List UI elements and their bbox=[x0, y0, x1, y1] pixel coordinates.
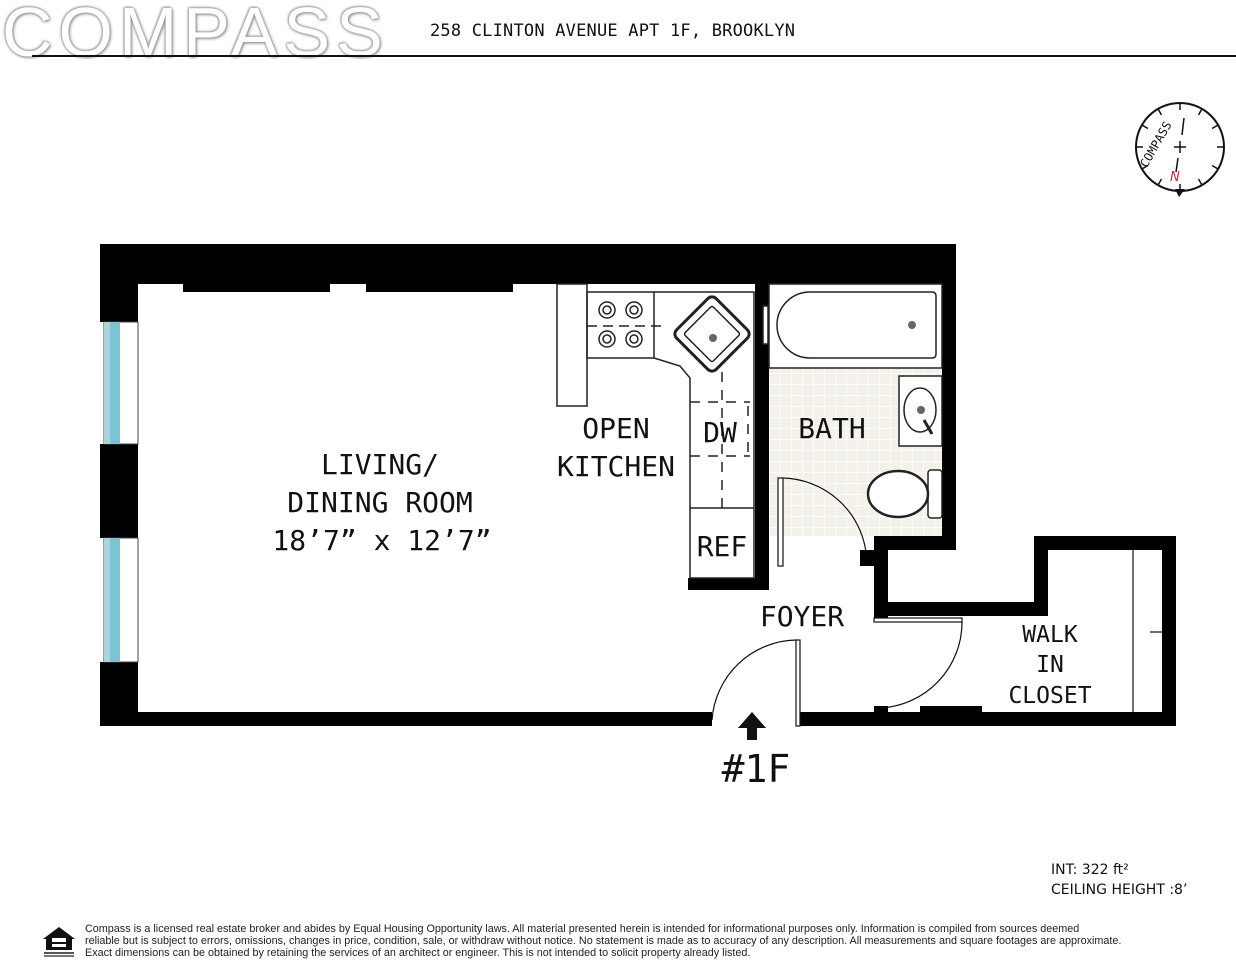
kitchen-label-2: KITCHEN bbox=[557, 450, 675, 483]
refrigerator-label: REF bbox=[697, 530, 748, 563]
sink-drain-icon bbox=[709, 334, 717, 342]
living-room-label: LIVING/ bbox=[321, 448, 439, 481]
property-address: 258 CLINTON AVENUE APT 1F, BROOKLYN bbox=[430, 21, 796, 41]
kitchen-fixtures bbox=[556, 283, 755, 579]
ceiling-height: CEILING HEIGHT :8’ bbox=[1051, 882, 1188, 898]
dishwasher-label: DW bbox=[703, 416, 737, 449]
closet-label-2: IN bbox=[1036, 652, 1064, 678]
living-room-dimensions: 18’7” x 12’7” bbox=[272, 524, 491, 557]
window-top bbox=[103, 321, 139, 445]
kitchen-label: OPEN bbox=[582, 412, 649, 445]
walls bbox=[100, 244, 1176, 726]
disclaimer-line-2: reliable but is subject to errors, omiss… bbox=[85, 935, 1122, 947]
equal-housing-opportunity-icon bbox=[43, 927, 75, 957]
arrow-up-icon bbox=[738, 712, 766, 740]
header-divider bbox=[32, 55, 1236, 57]
compass-rose-label: COMPASS bbox=[1137, 119, 1174, 170]
bath-label: BATH bbox=[798, 412, 865, 445]
disclaimer-line-1: Compass is a licensed real estate broker… bbox=[85, 923, 1080, 935]
lavatory-drain-icon bbox=[917, 406, 925, 414]
unit-number-label: #1F bbox=[722, 747, 791, 791]
compass-rose-icon: COMPASS N bbox=[1135, 102, 1225, 197]
living-room-label-2: DINING ROOM bbox=[287, 486, 472, 519]
north-label: N bbox=[1170, 170, 1180, 185]
closet-label-3: CLOSET bbox=[1008, 683, 1091, 709]
compass-logo: COMPASS bbox=[2, 0, 389, 71]
window-bottom bbox=[103, 537, 139, 663]
foyer-label: FOYER bbox=[760, 600, 844, 633]
disclaimer-line-3: Exact dimensions can be obtained by reta… bbox=[85, 947, 751, 959]
closet-label: WALK bbox=[1022, 622, 1078, 648]
interior-area: INT: 322 ft² bbox=[1051, 862, 1129, 878]
area-stats: INT: 322 ft² CEILING HEIGHT :8’ bbox=[1051, 860, 1187, 900]
tub-drain-icon bbox=[908, 321, 916, 329]
legal-disclaimer: Compass is a licensed real estate broker… bbox=[85, 923, 1235, 959]
doors bbox=[711, 477, 1162, 727]
